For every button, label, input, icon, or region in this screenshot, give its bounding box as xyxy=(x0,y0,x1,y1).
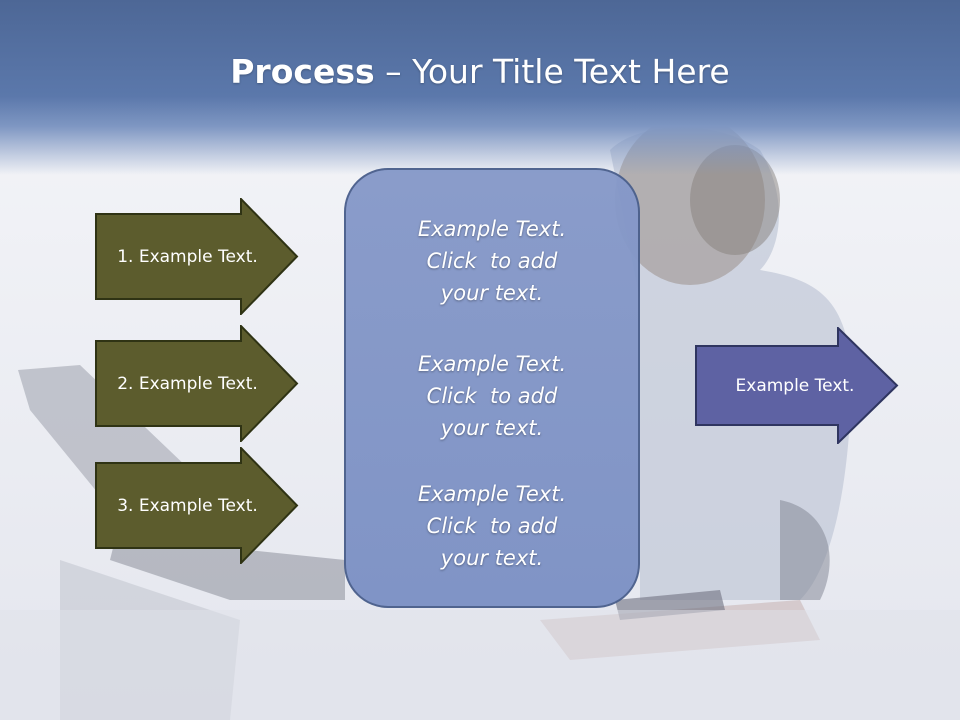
left-arrow-3-label: 3. Example Text. xyxy=(117,495,258,516)
left-arrow-2-label: 2. Example Text. xyxy=(117,373,258,394)
title-rest-text: – Your Title Text Here xyxy=(374,52,730,91)
center-text-block-2[interactable]: Example Text. Click to add your text. xyxy=(417,352,567,440)
title-band xyxy=(0,0,960,175)
center-text-block-1[interactable]: Example Text. Click to add your text. xyxy=(417,217,567,305)
slide-title[interactable]: Process – Your Title Text Here xyxy=(0,52,960,91)
left-arrow-1[interactable]: 1. Example Text. xyxy=(95,198,300,315)
right-arrow[interactable]: Example Text. xyxy=(695,327,900,444)
title-bold-text: Process xyxy=(230,52,375,91)
left-arrow-3[interactable]: 3. Example Text. xyxy=(95,447,300,564)
center-text-panel[interactable] xyxy=(344,168,640,608)
center-text-block-3[interactable]: Example Text. Click to add your text. xyxy=(417,482,567,570)
left-arrow-1-label: 1. Example Text. xyxy=(117,246,258,267)
right-arrow-label: Example Text. xyxy=(735,375,855,396)
left-arrow-2[interactable]: 2. Example Text. xyxy=(95,325,300,442)
